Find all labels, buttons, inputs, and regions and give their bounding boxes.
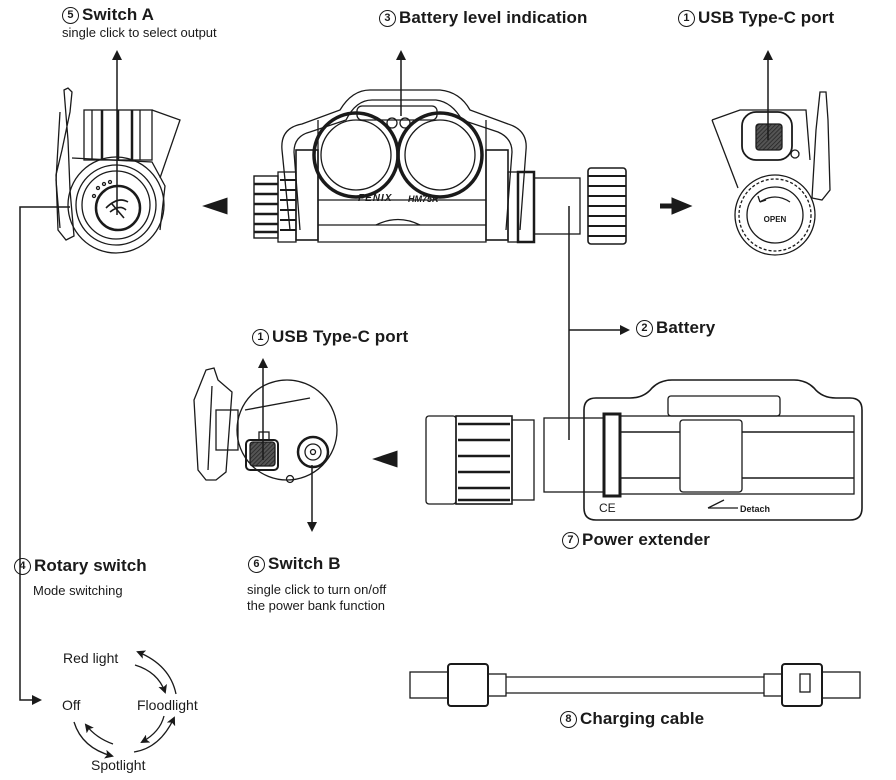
usb-port-mid-title: USB Type-C port [272,327,409,346]
switch-b-description-line1: single click to turn on/off [247,582,387,597]
headlamp-rear-view [193,367,338,484]
mode-off: Off [62,697,81,713]
callout-number: 7 [562,532,579,549]
charging-cable [409,663,861,707]
callout-number: 4 [14,558,31,575]
switch-b-title: Switch B [268,554,341,573]
charging-cable-title: Charging cable [580,709,705,728]
callout-number: 5 [62,7,79,24]
usb-port-top-title: USB Type-C port [698,8,835,27]
arrow-left-icon [202,197,228,215]
rotary-switch-title: Rotary switch [34,556,147,575]
callout-number: 6 [248,556,265,573]
switch-a-title: Switch A [82,5,154,24]
power-extender [543,379,863,521]
battery-end-cap [425,415,535,505]
rotary-switch-description: Mode switching [33,583,123,598]
mode-spotlight: Spotlight [91,757,146,773]
arrow-right-icon [660,197,693,215]
headlamp-front-view [253,89,627,245]
battery-title: Battery [656,318,716,337]
mode-floodlight: Floodlight [137,697,198,713]
headlamp-side-view-left [55,87,181,254]
headlamp-side-view-right [711,91,831,256]
callout-number: 3 [379,10,396,27]
mode-red-light: Red light [63,650,119,666]
battery-pointer [568,206,628,330]
model-text: HM75R [408,194,439,204]
callout-number: 1 [678,10,695,27]
switch-b-description-line2: the power bank function [247,598,386,613]
mode-cycle-arrows [73,650,177,759]
power-extender-title: Power extender [582,530,711,549]
brand-logo: FENIX [358,193,393,204]
cap-open-text: OPEN [764,215,787,224]
ce-mark: CE [599,501,616,515]
callout-number: 1 [252,329,269,346]
callout-number: 8 [560,711,577,728]
switch-a-description: single click to select output [62,25,217,40]
detach-text: Detach [740,504,770,514]
callout-number: 2 [636,320,653,337]
arrow-left-icon-2 [372,450,398,468]
battery-level-title: Battery level indication [399,8,588,27]
rotary-switch-pointer [19,206,70,705]
